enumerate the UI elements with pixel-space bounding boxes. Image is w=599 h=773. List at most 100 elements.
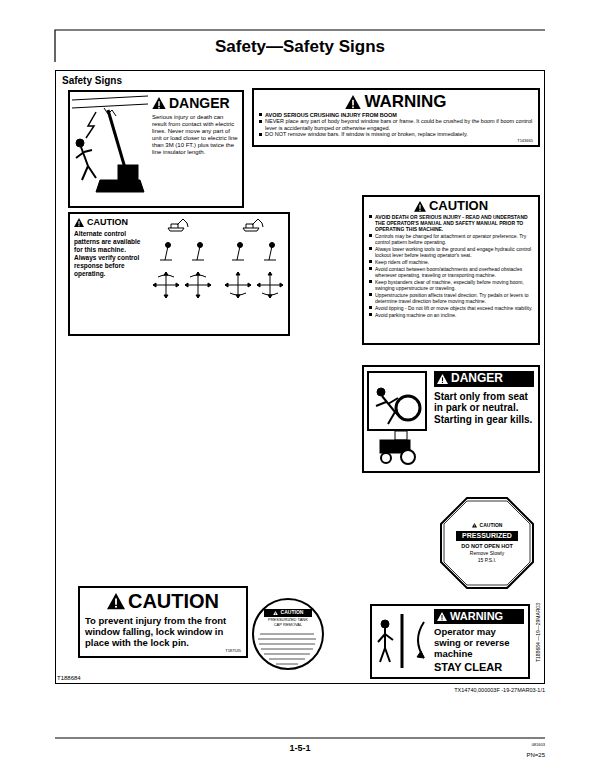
date-code: 081603 xyxy=(532,742,545,747)
pattern-arc xyxy=(158,275,278,295)
signal-word: WARNING xyxy=(364,92,446,112)
signal-word: CAUTION xyxy=(480,523,503,529)
sign-header: DANGER xyxy=(152,95,239,111)
sign-text: Avoid contact between boom/attachments a… xyxy=(369,266,533,278)
sign-text: Remove Slowly xyxy=(456,550,518,556)
figure-number: T188684 xyxy=(57,675,81,682)
exclamation-dot xyxy=(473,526,475,527)
triangle-shape xyxy=(107,593,125,609)
sign-header: CAUTION xyxy=(264,609,312,617)
sign-text: Always lower working tools to the ground… xyxy=(369,246,533,258)
exclamation-dot xyxy=(115,606,117,608)
footer-rule xyxy=(55,738,545,739)
exclamation-dot xyxy=(419,210,420,211)
figure-number: T188684 —19—29MAR03 xyxy=(535,603,541,662)
tractor-cab xyxy=(395,431,407,440)
exclamation-dot xyxy=(274,614,276,615)
part-number: T187535 xyxy=(85,648,241,653)
warning-sign: WARNINGAVOID SERIOUS CRUSHING INJURY FRO… xyxy=(252,88,540,147)
hazard-triangle xyxy=(472,523,477,528)
triangle-shape xyxy=(345,95,361,109)
exclamation-bar xyxy=(115,599,117,605)
sign-header: CAUTION xyxy=(456,523,518,529)
sign-text: Start only from seat in park or neutral.… xyxy=(434,391,534,426)
sign-text: Operator may swing or reverse machine xyxy=(434,626,524,659)
triangle-shape xyxy=(152,97,166,110)
sign-text: STAY CLEAR xyxy=(434,661,524,674)
power-line xyxy=(72,96,148,100)
crane-boom xyxy=(108,110,125,168)
sign-text: 15 P.S.I. xyxy=(456,557,518,563)
person-body xyxy=(376,396,404,424)
triangle-shape xyxy=(472,523,477,528)
triangle-shape xyxy=(437,612,447,621)
sign-header: CAUTION xyxy=(369,199,533,214)
sign-header: WARNING xyxy=(434,609,524,624)
fine-print-lines xyxy=(258,634,316,664)
hazard-triangle xyxy=(437,612,447,621)
signal-word: CAUTION xyxy=(87,217,128,227)
pictogram-frame xyxy=(368,372,426,430)
document-reference: TX14740,000003F -19-27MAR03-1/1 xyxy=(454,687,545,694)
person-head xyxy=(381,620,389,628)
signal-word: CAUTION xyxy=(281,610,304,616)
page-number: 1-5-1 xyxy=(200,743,400,753)
lever-knob xyxy=(166,243,171,248)
hazard-triangle xyxy=(74,218,84,227)
triangle-shape xyxy=(74,218,84,227)
hazard-triangle xyxy=(414,201,426,212)
sign-header: CAUTION xyxy=(74,217,148,227)
sign-header: WARNING xyxy=(259,92,533,112)
tractor-body xyxy=(380,440,410,453)
swing-arrow xyxy=(418,622,424,658)
pattern-cross xyxy=(153,272,283,298)
sign-text: NEVER place any part of body beyond wind… xyxy=(259,118,533,131)
exclamation-bar xyxy=(419,205,420,209)
exclamation-dot xyxy=(78,225,79,226)
triangle-shape xyxy=(414,201,426,212)
hazard-triangle xyxy=(152,97,166,110)
pressure-sign: CAUTIONPRESSURIZEDDO NOT OPEN HOTRemove … xyxy=(440,497,534,589)
lever-knob xyxy=(238,243,243,248)
sign-text: Keep riders off machine. xyxy=(369,259,533,265)
sign-text: Upperstructure position affects travel d… xyxy=(369,292,533,304)
triangle-shape xyxy=(437,374,448,384)
sign-header: CAUTION xyxy=(85,590,241,613)
sign-frame: Safety SignsDANGERSerious injury or deat… xyxy=(55,70,545,684)
sign-text: DO NOT remove window bars. If window is … xyxy=(259,131,533,138)
sign-text: To prevent injury from the front window … xyxy=(85,615,241,648)
exclamation-bar xyxy=(274,612,276,614)
swing-pictogram xyxy=(378,614,424,668)
danger-sign: DANGERSerious injury or death can result… xyxy=(68,90,244,208)
exclamation-bar xyxy=(79,221,80,225)
octagon-inner-border xyxy=(444,501,530,585)
page-number: PN=25 xyxy=(526,752,545,759)
electric-line-pictogram xyxy=(72,96,148,192)
exclamation-dot xyxy=(158,107,160,109)
page-title: Safety—Safety Signs xyxy=(55,37,545,57)
exclamation-bar xyxy=(442,615,443,619)
decal-fine-print xyxy=(258,634,316,664)
crane-cab xyxy=(118,165,138,180)
start-pictogram xyxy=(368,372,426,464)
caution-sign: CAUTIONAlternate control patterns are av… xyxy=(68,212,290,336)
exclamation-dot xyxy=(442,382,443,383)
exclamation-dot xyxy=(352,106,354,108)
exclamation-bar xyxy=(473,525,475,527)
part-number: T143665 xyxy=(259,138,533,143)
sign-text: Avoid parking machine on an incline. xyxy=(369,312,533,318)
sign-text: PRESSURIZED TANK CAP REMOVAL xyxy=(264,618,312,628)
triangle-shape xyxy=(273,611,278,616)
signal-word: CAUTION xyxy=(128,590,219,613)
caution-sign: CAUTIONAVOID DEATH OR SERIOUS INJURY - R… xyxy=(362,195,540,345)
hazard-triangle xyxy=(345,95,361,109)
exclamation-dot xyxy=(441,619,442,620)
tractor-wheel xyxy=(381,453,391,463)
warning-sign: WARNING Operator may swing or reverse mac… xyxy=(370,604,530,679)
person-head xyxy=(76,139,84,147)
sign-header: PRESSURIZED xyxy=(456,531,518,541)
tractor-wheel xyxy=(401,450,415,464)
signal-word: CAUTION xyxy=(429,199,488,214)
signal-word: DANGER xyxy=(169,95,230,111)
